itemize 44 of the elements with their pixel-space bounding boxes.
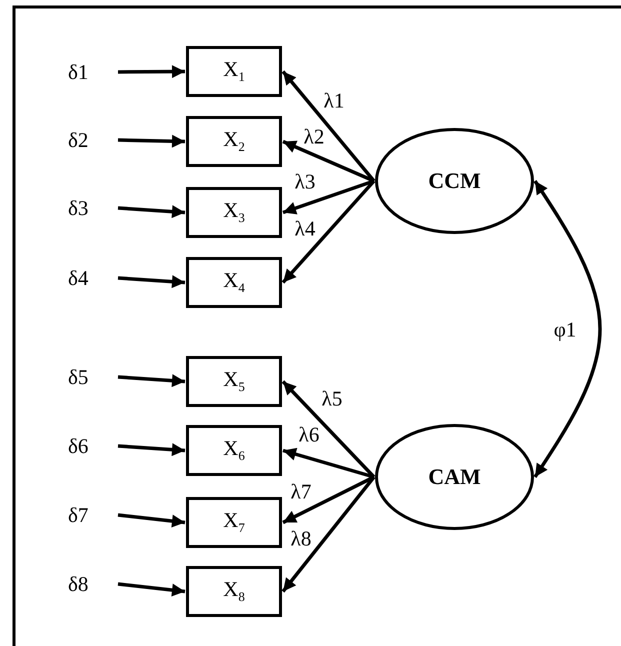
arrow [282,448,374,479]
arrow [282,475,375,524]
arrow [282,380,376,478]
latent-factor-label: CCM [428,168,481,194]
arrow [282,180,376,284]
indicator-box [186,187,282,238]
arrow [118,443,186,456]
indicator-label: X$_{3}$ [223,198,245,227]
indicator-box [186,116,282,167]
arrow [118,374,186,388]
indicator-label: X$_{5}$ [223,367,245,396]
indicator-box [186,257,282,308]
indicator-label: X$_{8}$ [223,577,245,606]
edge-label: φ1 [552,320,578,340]
indicator-label: X$_{7}$ [223,508,245,537]
arrow [534,180,602,478]
arrow [118,582,186,597]
indicator-label: X$_{4}$ [223,268,245,297]
arrow [118,275,186,288]
error-term-label: δ8 [68,572,88,596]
indicator-label: X$_{6}$ [223,436,245,465]
indicator-label: X$_{1}$ [223,57,245,86]
arrow [118,513,186,528]
indicator-label: X$_{2}$ [223,127,245,156]
indicator-box [186,566,282,617]
indicator-box [186,497,282,548]
arrow [282,476,376,593]
error-term-label: δ2 [68,128,88,152]
indicator-box [186,425,282,476]
error-term-label: δ5 [68,364,88,390]
error-term-label: δ3 [68,196,88,220]
arrow [282,70,376,182]
indicator-box [186,46,282,97]
arrow [118,134,186,148]
arrow [118,205,186,218]
error-term-label: δ7 [68,502,88,528]
arrow [282,140,375,183]
latent-factor-label: CAM [428,464,481,490]
error-term-label: δ4 [68,266,88,290]
indicator-box [186,356,282,407]
arrow [282,179,375,214]
error-term-label: δ1 [68,60,88,84]
error-term-label: δ6 [68,434,88,458]
arrow [118,65,186,78]
